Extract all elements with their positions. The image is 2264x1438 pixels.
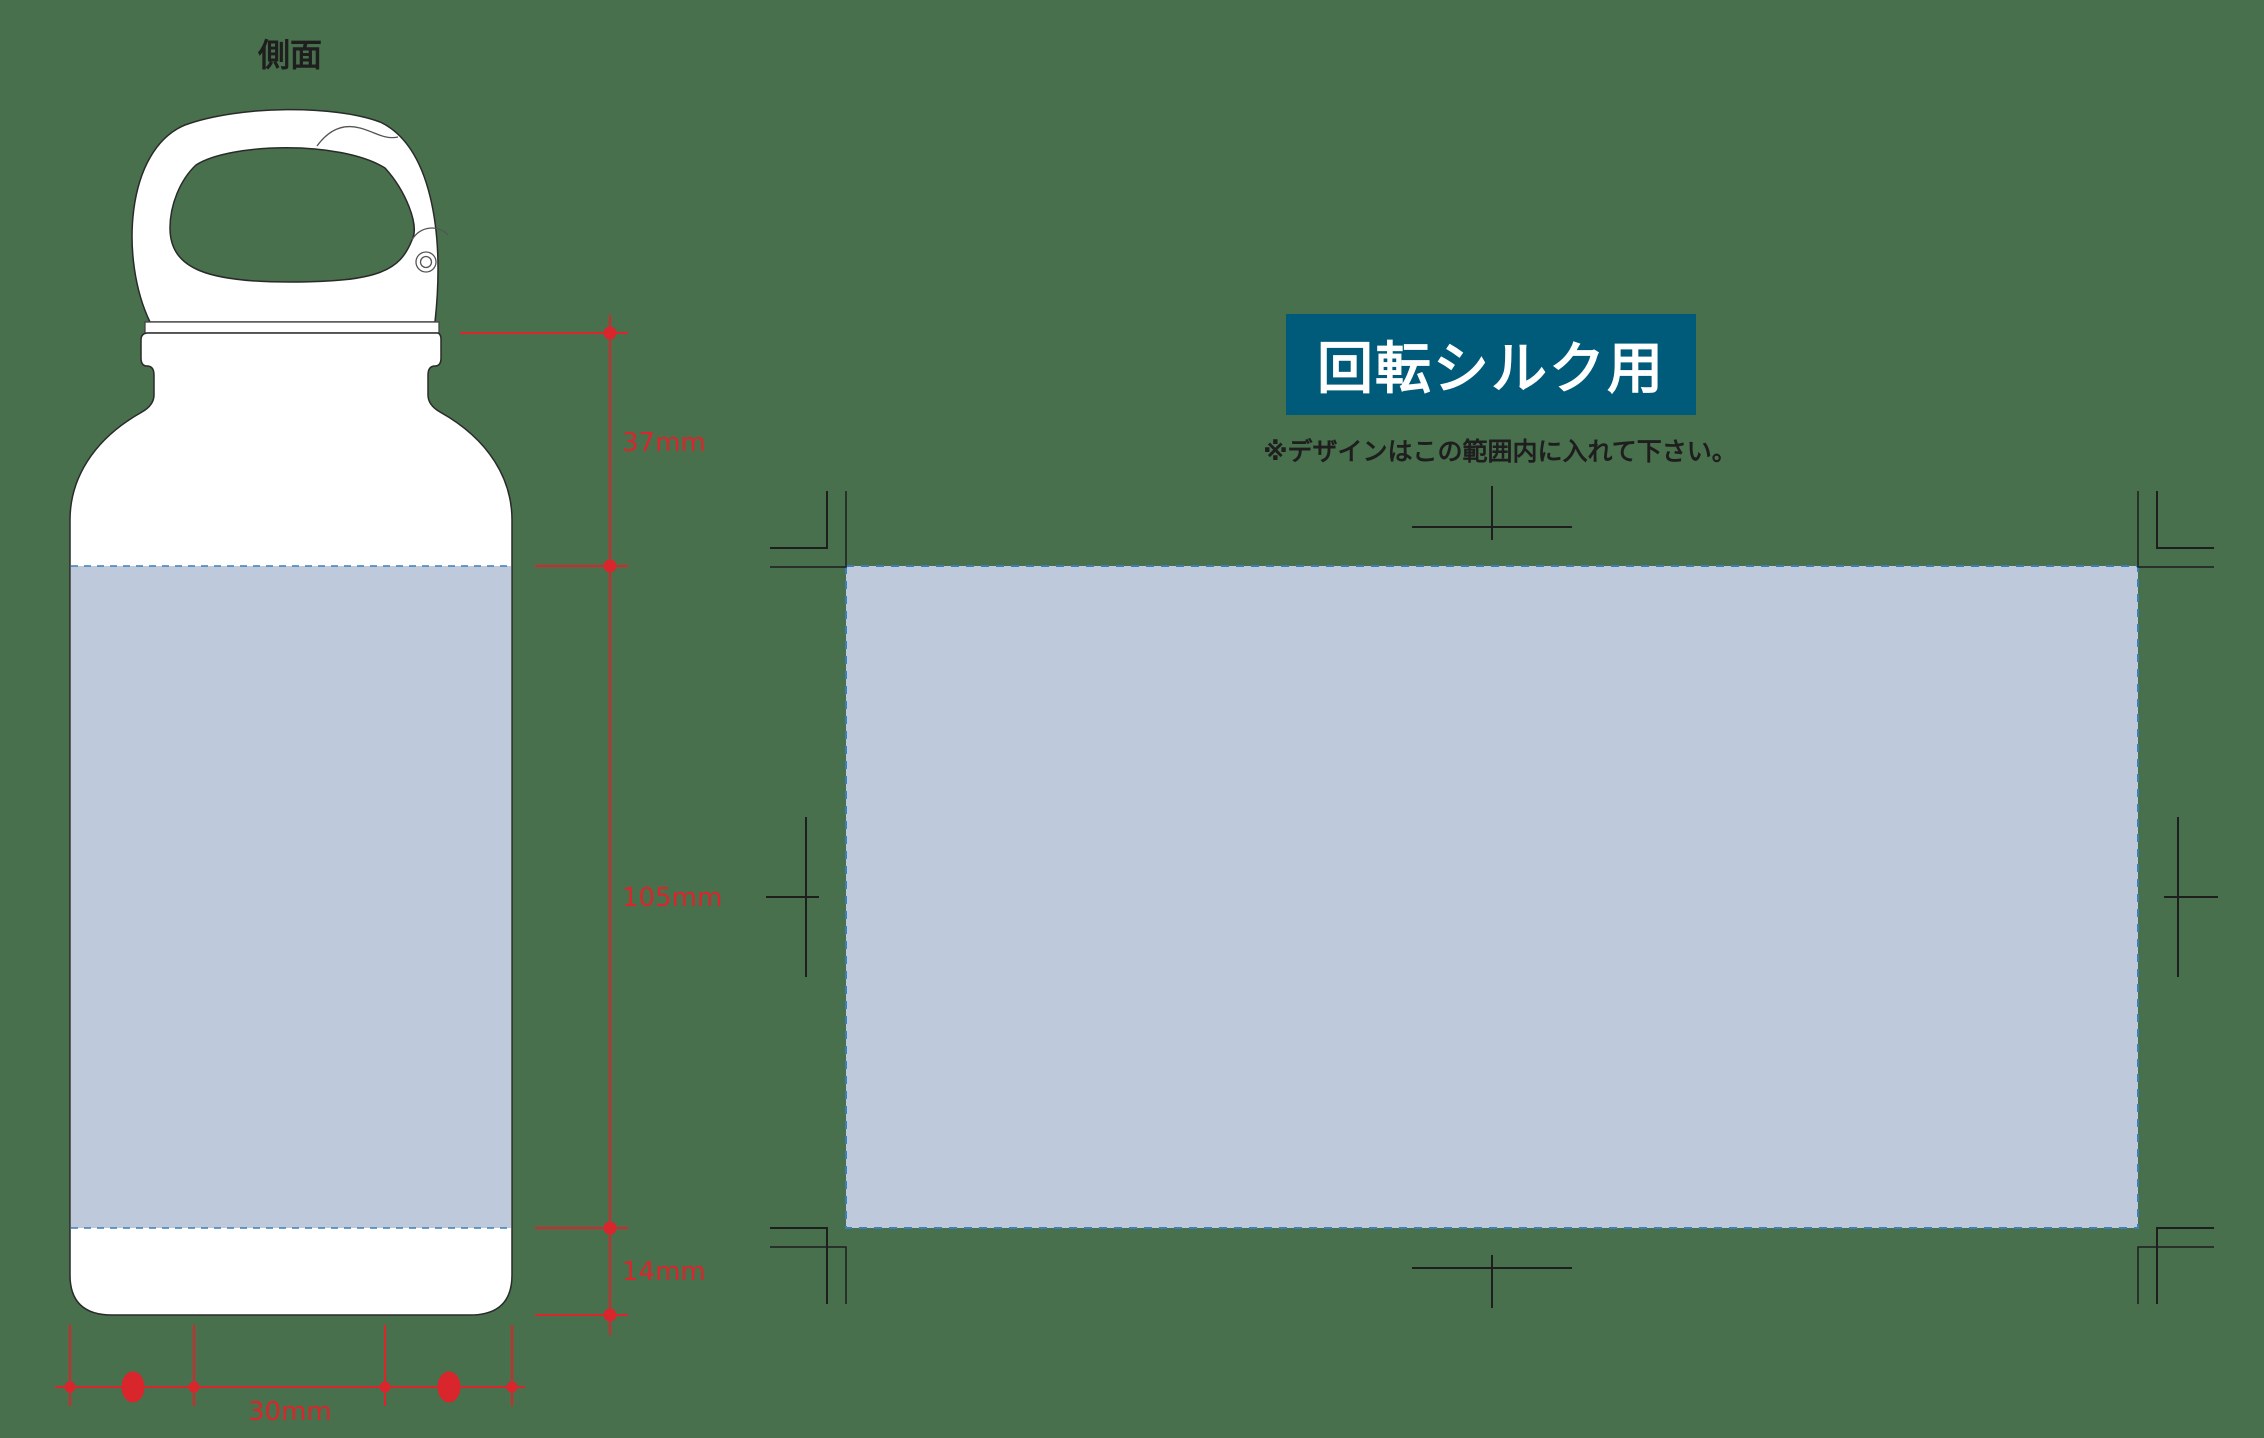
- bottle-drawing: [69, 108, 513, 1316]
- dimension-label-width: 30mm: [248, 1397, 332, 1427]
- design-area-note: ※デザインはこの範囲内に入れて下さい。: [1263, 437, 1737, 466]
- print-template-area: [845, 565, 2139, 1229]
- horizontal-dimension: [55, 1325, 525, 1406]
- bottle-handle-hole: [169, 147, 415, 283]
- hinge-screw-inner: [419, 255, 433, 269]
- dimension-label-bottom: 14mm: [622, 1257, 706, 1287]
- latch-line: [316, 125, 399, 147]
- hinge-screw-outer: [415, 251, 437, 273]
- hinge-line: [411, 227, 449, 241]
- vertical-dimension: [460, 315, 628, 1335]
- cap-band: [144, 321, 440, 334]
- dimension-label-print-height: 105mm: [622, 883, 723, 913]
- bottle-print-area: [71, 566, 511, 1228]
- side-view-title: 側面: [257, 36, 322, 74]
- rotary-silk-banner: 回転シルク用: [1286, 314, 1696, 415]
- dimension-label-top: 37mm: [622, 428, 706, 458]
- crop-marks: [766, 486, 2218, 1308]
